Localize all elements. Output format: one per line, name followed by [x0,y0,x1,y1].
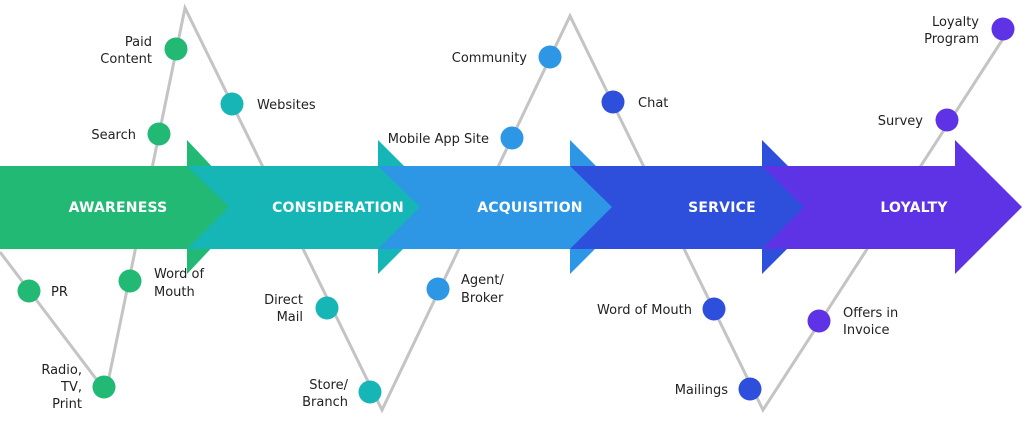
touchpoint-label-line: Websites [257,98,316,113]
touchpoint-label-line: Direct [264,293,303,308]
touchpoint-label-line: Content [100,52,152,67]
touchpoint-label-line: Agent/ [461,273,504,288]
touchpoint-label-line: Store/ [309,378,348,393]
touchpoint-dot-websites [220,92,244,116]
touchpoint-dot-radio-tv-print [92,375,116,399]
touchpoint-label-line: PR [51,285,68,300]
touchpoint-label-word-of-mouth: Word of Mouth [597,303,692,318]
touchpoint-dot-store-branch [358,380,382,404]
touchpoint-label-community: Community [452,51,528,66]
touchpoint-dot-mailings [738,377,762,401]
stage-arrow-service [570,140,829,274]
stage-arrow-acquisition [378,140,637,274]
touchpoint-label-line: Branch [302,395,348,410]
touchpoint-dot-direct-mail [315,296,339,320]
stage-arrow-awareness [0,140,250,274]
touchpoint-dot-loyalty-program [991,17,1015,41]
touchpoint-label-radio-tv-print: Radio, TV, Print [41,363,82,412]
touchpoint-label-word-of-mouth: Word of Mouth [154,267,205,300]
touchpoint-label-line: Chat [638,96,668,111]
touchpoint-label-line: TV, [60,380,82,395]
touchpoint-label-line: Offers in [843,306,898,321]
touchpoint-dot-word-of-mouth [118,269,142,293]
touchpoint-label-mailings: Mailings [675,383,729,398]
touchpoint-label-line: Print [52,397,82,412]
touchpoint-dot-search [147,122,171,146]
touchpoint-dot-pr [17,279,41,303]
touchpoint-label-line: Mailings [675,383,729,398]
touchpoint-label-mobile-app-site: Mobile App Site [388,132,489,147]
touchpoint-label-line: Word of [154,267,205,282]
touchpoint-label-line: Survey [878,114,924,129]
touchpoint-label-survey: Survey [878,114,924,129]
stage-label-awareness: AWARENESS [69,200,168,216]
touchpoint-label-offers-in-invoice: Offers in Invoice [843,306,898,338]
touchpoint-label-line: Community [452,51,528,66]
stage-arrow-loyalty [762,140,1022,274]
touchpoint-label-line: Loyalty [932,15,979,30]
touchpoint-label-line: Mouth [154,285,195,300]
touchpoint-dot-paid-content [164,37,188,61]
stage-arrow-consideration [187,140,445,274]
stage-label-loyalty: LOYALTY [880,200,948,216]
touchpoint-dot-word-of-mouth [702,297,726,321]
touchpoint-label-chat: Chat [638,96,668,111]
touchpoint-label-search: Search [91,128,136,143]
arrow-layer: AWARENESS CONSIDERATION ACQUISITION SERVICE… [0,140,1022,274]
touchpoint-label-websites: Websites [257,98,316,113]
touchpoint-dot-mobile-app-site [500,126,524,150]
touchpoint-label-line: Invoice [843,323,889,338]
touchpoint-label-store-branch: Store/Branch [302,378,348,410]
touchpoint-dot-community [538,45,562,69]
touchpoint-label-line: Radio, [41,363,82,378]
touchpoint-label-agent-broker: Agent/Broker [461,273,504,306]
touchpoint-label-line: Mail [277,310,303,325]
touchpoint-dot-offers-in-invoice [807,309,831,333]
touchpoint-dot-chat [601,90,625,114]
touchpoint-label-pr: PR [51,285,68,300]
touchpoint-label-line: Paid [125,35,152,50]
touchpoint-label-line: Search [91,128,136,143]
touchpoint-dot-agent-broker [426,277,450,301]
stage-label-acquisition: ACQUISITION [477,200,582,216]
stage-label-consideration: CONSIDERATION [272,200,404,216]
stage-label-service: SERVICE [688,200,756,216]
touchpoint-label-line: Mobile App Site [388,132,489,147]
touchpoint-dot-survey [935,108,959,132]
touchpoint-label-line: Broker [461,291,504,306]
touchpoint-label-line: Word of Mouth [597,303,692,318]
dot-layer [17,17,1015,404]
touchpoint-label-line: Program [924,32,979,47]
